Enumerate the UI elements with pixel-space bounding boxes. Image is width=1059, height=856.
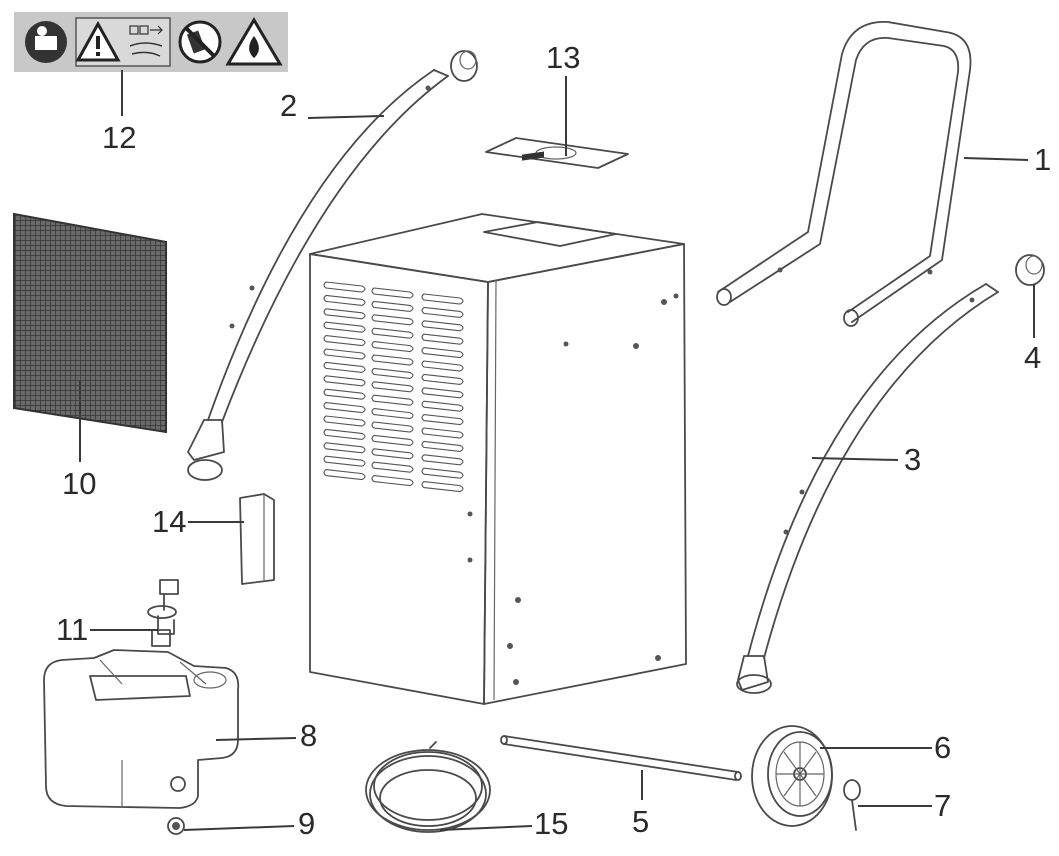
float-switch bbox=[147, 579, 179, 647]
vent-slot bbox=[323, 308, 366, 320]
vent-slot bbox=[421, 427, 464, 439]
vent-slot bbox=[371, 341, 414, 353]
vent-slot bbox=[371, 367, 414, 379]
vent-slot bbox=[371, 434, 414, 446]
callout-4: 4 bbox=[1024, 340, 1041, 375]
vent-slot bbox=[371, 381, 414, 393]
vent-slot bbox=[323, 455, 366, 467]
dehumidifier-body bbox=[309, 151, 687, 705]
wheel bbox=[751, 725, 833, 827]
read-manual-icon bbox=[25, 21, 67, 63]
vent-slot bbox=[371, 448, 414, 460]
callout-1: 1 bbox=[1034, 142, 1051, 177]
vent-slot bbox=[323, 335, 366, 347]
vent-slot bbox=[371, 394, 414, 406]
vent-slot bbox=[371, 300, 414, 312]
wheel-axle bbox=[500, 735, 742, 781]
vent-slot bbox=[421, 454, 464, 466]
retaining-clip bbox=[843, 779, 861, 831]
vent-slot bbox=[421, 481, 464, 493]
right-end-cap bbox=[1015, 254, 1045, 286]
callout-3: 3 bbox=[904, 442, 921, 477]
vent-slot bbox=[323, 361, 366, 373]
callout-11: 11 bbox=[56, 612, 88, 647]
vent-slot bbox=[371, 408, 414, 420]
vent-slot bbox=[323, 388, 366, 400]
warning-label-strip bbox=[14, 12, 288, 72]
air-vent-slots bbox=[323, 281, 464, 493]
vent-slot bbox=[323, 348, 366, 360]
vent-slot bbox=[421, 467, 464, 479]
vent-slot bbox=[421, 306, 464, 318]
air-filter bbox=[13, 212, 167, 434]
callout-9: 9 bbox=[298, 806, 315, 841]
gasket-plate bbox=[485, 137, 629, 169]
vent-slot bbox=[323, 402, 366, 414]
vent-slot bbox=[323, 469, 366, 481]
callout-6: 6 bbox=[934, 730, 951, 765]
vent-slot bbox=[323, 281, 366, 293]
vent-slot bbox=[323, 321, 366, 333]
instruction-symbols-icon bbox=[129, 25, 163, 57]
callout-2: 2 bbox=[280, 88, 297, 123]
vent-slot bbox=[421, 293, 464, 305]
control-panel bbox=[483, 151, 617, 247]
vent-slot bbox=[371, 287, 414, 299]
callout-15: 15 bbox=[534, 806, 568, 841]
vent-slot bbox=[421, 387, 464, 399]
foam-block bbox=[239, 493, 275, 585]
vent-slot bbox=[421, 360, 464, 372]
right-leg-tube bbox=[736, 283, 999, 694]
callout-14: 14 bbox=[152, 504, 186, 539]
vent-slot bbox=[371, 327, 414, 339]
left-end-cap bbox=[450, 50, 478, 82]
warning-triangle-icon bbox=[75, 20, 121, 62]
vent-slot bbox=[371, 475, 414, 487]
leader-lines bbox=[79, 70, 1035, 831]
vent-slot bbox=[421, 320, 464, 332]
handle-bar bbox=[716, 21, 972, 327]
drain-plug bbox=[167, 817, 185, 835]
vent-slot bbox=[323, 442, 366, 454]
callout-10: 10 bbox=[62, 466, 96, 501]
vent-slot bbox=[421, 333, 464, 345]
callout-5: 5 bbox=[632, 804, 649, 839]
vent-slot bbox=[371, 421, 414, 433]
no-tilt-icon bbox=[178, 20, 222, 64]
vent-slot bbox=[323, 375, 366, 387]
callout-labels: 1 2 3 4 5 6 7 8 9 10 11 12 13 14 15 bbox=[56, 40, 1051, 841]
water-tank bbox=[43, 649, 240, 809]
vent-slot bbox=[323, 428, 366, 440]
vent-slot bbox=[421, 414, 464, 426]
vent-slot bbox=[371, 461, 414, 473]
vent-slot bbox=[371, 354, 414, 366]
vent-slot bbox=[421, 373, 464, 385]
left-leg-tube bbox=[187, 69, 449, 481]
callout-12: 12 bbox=[102, 120, 136, 155]
vent-slot bbox=[323, 415, 366, 427]
vent-slot bbox=[371, 314, 414, 326]
vent-slot bbox=[421, 347, 464, 359]
callout-8: 8 bbox=[300, 718, 317, 753]
callout-13: 13 bbox=[546, 40, 580, 75]
callout-7: 7 bbox=[934, 788, 951, 823]
vent-slot bbox=[421, 400, 464, 412]
vent-slot bbox=[323, 294, 366, 306]
vent-slot bbox=[421, 440, 464, 452]
coiled-drain-hose bbox=[365, 741, 491, 833]
flammable-warning-icon bbox=[225, 17, 283, 66]
